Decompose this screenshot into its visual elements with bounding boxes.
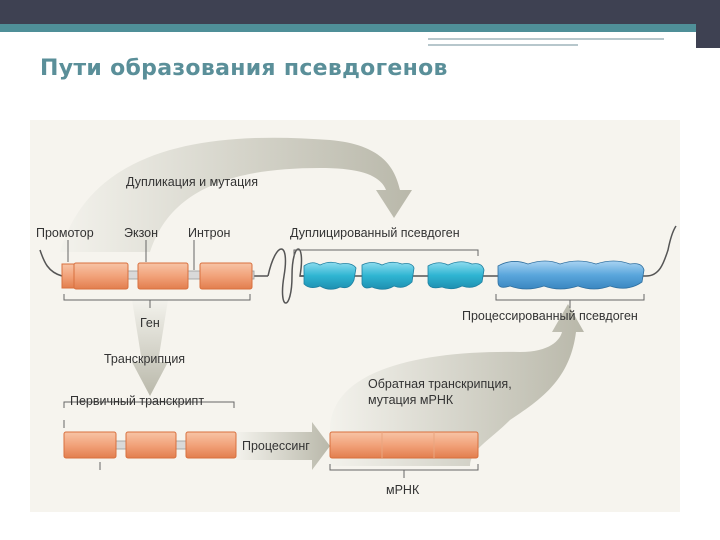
- exon-box: [125, 431, 177, 459]
- mrna-box: [329, 431, 479, 459]
- promoter-label: Промотор: [36, 226, 94, 240]
- processed-pseudogene-shape: [497, 260, 645, 290]
- primary-transcript-label: Первичный транскрипт: [70, 394, 204, 408]
- reverse-transcription-arrow: [330, 304, 584, 466]
- top-bar: [0, 0, 720, 24]
- processing-label: Процессинг: [242, 439, 310, 453]
- corner-block: [696, 0, 720, 48]
- mrna-label: мРНК: [386, 483, 420, 497]
- dup-bracket: [293, 249, 479, 256]
- transcription-arrow: [132, 300, 168, 396]
- dna-strand: [496, 225, 677, 277]
- duplicated-pseudogene-shape: [303, 261, 485, 290]
- top-stripe: [0, 24, 720, 32]
- gene-bracket: [63, 294, 251, 308]
- promoter-box: [61, 263, 75, 289]
- exon-box: [199, 262, 253, 290]
- exon-box: [73, 262, 129, 290]
- duplicated-pseudogene-label: Дуплицированный псевдоген: [290, 226, 460, 240]
- duplication-arrow: [60, 137, 412, 252]
- exon-label: Экзон: [124, 226, 158, 240]
- transcript-bracket: [63, 401, 235, 408]
- processing-arrow: [236, 422, 330, 470]
- gene-label: Ген: [140, 316, 160, 330]
- processed-pseudogene-label: Процессированный псевдоген: [462, 309, 638, 323]
- intron-label: Интрон: [188, 226, 231, 240]
- proc-bracket: [495, 294, 645, 308]
- reverse-transcription-label-2: мутация мРНК: [368, 393, 454, 407]
- mrna-junctions: [381, 432, 435, 458]
- mrna-bracket: [329, 464, 479, 478]
- decor-line: [428, 38, 664, 40]
- label-ticks: [67, 240, 195, 270]
- transcription-label: Транскрипция: [104, 352, 185, 366]
- exon-box: [137, 262, 189, 290]
- exon-box: [185, 431, 237, 459]
- decor-line: [428, 44, 578, 46]
- page-title: Пути образования псевдогенов: [40, 56, 448, 81]
- label-ticks: [63, 420, 101, 470]
- reverse-transcription-label-1: Обратная транскрипция,: [368, 377, 512, 391]
- duplication-label: Дупликация и мутация: [126, 175, 258, 189]
- exon-box: [63, 431, 117, 459]
